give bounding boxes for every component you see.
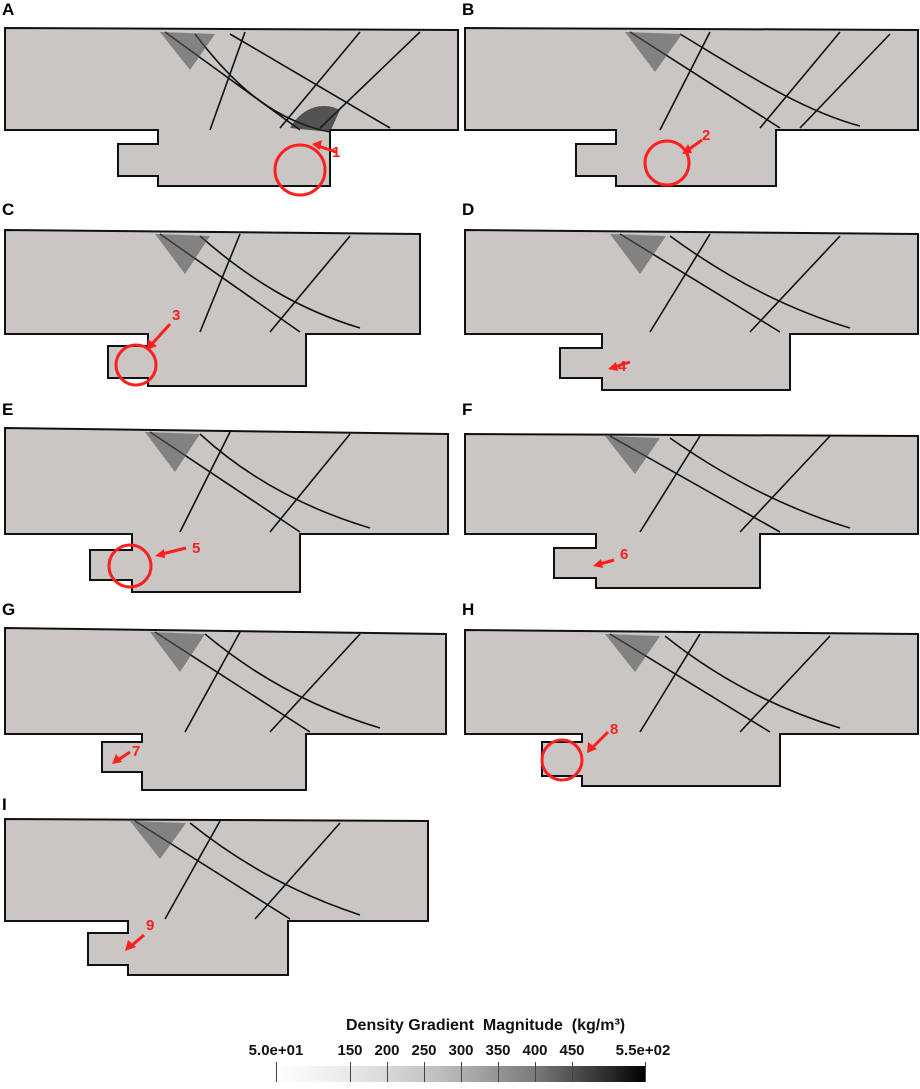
annotation-number: 1 [332, 144, 341, 161]
domain-shape [464, 26, 919, 187]
panel-label: A [2, 0, 15, 19]
flow-field [4, 228, 421, 387]
annotation-arrow [117, 750, 131, 762]
colorbar-tick [535, 1062, 536, 1082]
panel-label: B [462, 0, 475, 19]
colorbar-tick-label: 350 [485, 1042, 511, 1059]
annotation-arrow [317, 144, 337, 154]
annotation-number: 3 [172, 307, 181, 324]
shock-lines [159, 233, 361, 333]
annotation-arrow [150, 322, 172, 346]
flow-field [4, 26, 459, 197]
panel-label: H [462, 600, 475, 619]
shock-lines [149, 431, 371, 533]
highlight-circle [643, 139, 691, 187]
flow-field [4, 626, 447, 791]
annotation-number: 8 [610, 721, 619, 738]
flow-field [4, 817, 429, 976]
domain-shape [464, 628, 919, 787]
annotation-number: 5 [192, 540, 201, 557]
annotation-number: 7 [132, 743, 141, 760]
panel-c: C 3 [0, 200, 460, 400]
annotation-arrow [599, 558, 615, 566]
colorbar-title: Density Gradient Magnitude (kg/m³) [346, 1017, 626, 1034]
annotation-number: 6 [620, 546, 629, 563]
annotation-arrow [161, 546, 187, 556]
colorbar-tick [461, 1062, 462, 1082]
annotation-number: 2 [702, 127, 711, 144]
flow-field [464, 26, 919, 187]
panel-label: I [2, 795, 7, 814]
flow-field [4, 426, 449, 593]
colorbar-tick-label: 250 [411, 1042, 437, 1059]
flow-field [464, 432, 919, 589]
panel-b: B 2 [460, 0, 920, 200]
highlight-circle [273, 143, 327, 197]
panel-label: F [462, 400, 473, 419]
colorbar-tick [424, 1062, 425, 1082]
colorbar-tick-label: 200 [374, 1042, 400, 1059]
panel-h: H 8 [460, 600, 920, 800]
colorbar-tick-label: 300 [448, 1042, 474, 1059]
panel-label: D [462, 200, 475, 219]
highlight-circle [114, 343, 158, 387]
colorbar-tick [276, 1062, 277, 1082]
domain-shape [4, 228, 421, 387]
colorbar-max-label: 5.5e+02 [615, 1042, 671, 1059]
colorbar-tick [387, 1062, 388, 1082]
highlight-circle [540, 738, 584, 782]
flow-field [464, 628, 919, 787]
annotation-number: 9 [146, 917, 155, 934]
colorbar-tick [498, 1062, 499, 1082]
colorbar-tick-label: 150 [337, 1042, 363, 1059]
colorbar-tick [350, 1062, 351, 1082]
panel-d: D 4 [460, 200, 920, 400]
panel-label: E [2, 400, 14, 419]
annotation-number: 4 [618, 358, 627, 375]
domain-shape [4, 426, 449, 593]
panel-g: G 7 [0, 600, 460, 800]
annotation-arrow [590, 730, 610, 750]
colorbar-tick [572, 1062, 573, 1082]
annotation-arrow [687, 138, 703, 152]
panel-i: I 9 [0, 795, 460, 995]
panel-label: C [2, 200, 15, 219]
panel-a: A 1 [0, 0, 460, 200]
domain-shape [464, 228, 919, 391]
panel-label: G [2, 600, 16, 619]
flow-field [464, 228, 919, 391]
colorbar-tick [645, 1062, 646, 1082]
panel-e: E 5 [0, 400, 460, 600]
colorbar-tick-label: 450 [559, 1042, 585, 1059]
domain-shape [4, 626, 447, 791]
domain-shape [4, 26, 459, 187]
domain-shape [464, 432, 919, 589]
highlight-circle [107, 543, 153, 589]
colorbar-tick-label: 400 [522, 1042, 548, 1059]
colorbar-min-label: 5.0e+01 [248, 1042, 304, 1059]
panel-f: F 6 [460, 400, 920, 600]
domain-shape [4, 817, 429, 976]
